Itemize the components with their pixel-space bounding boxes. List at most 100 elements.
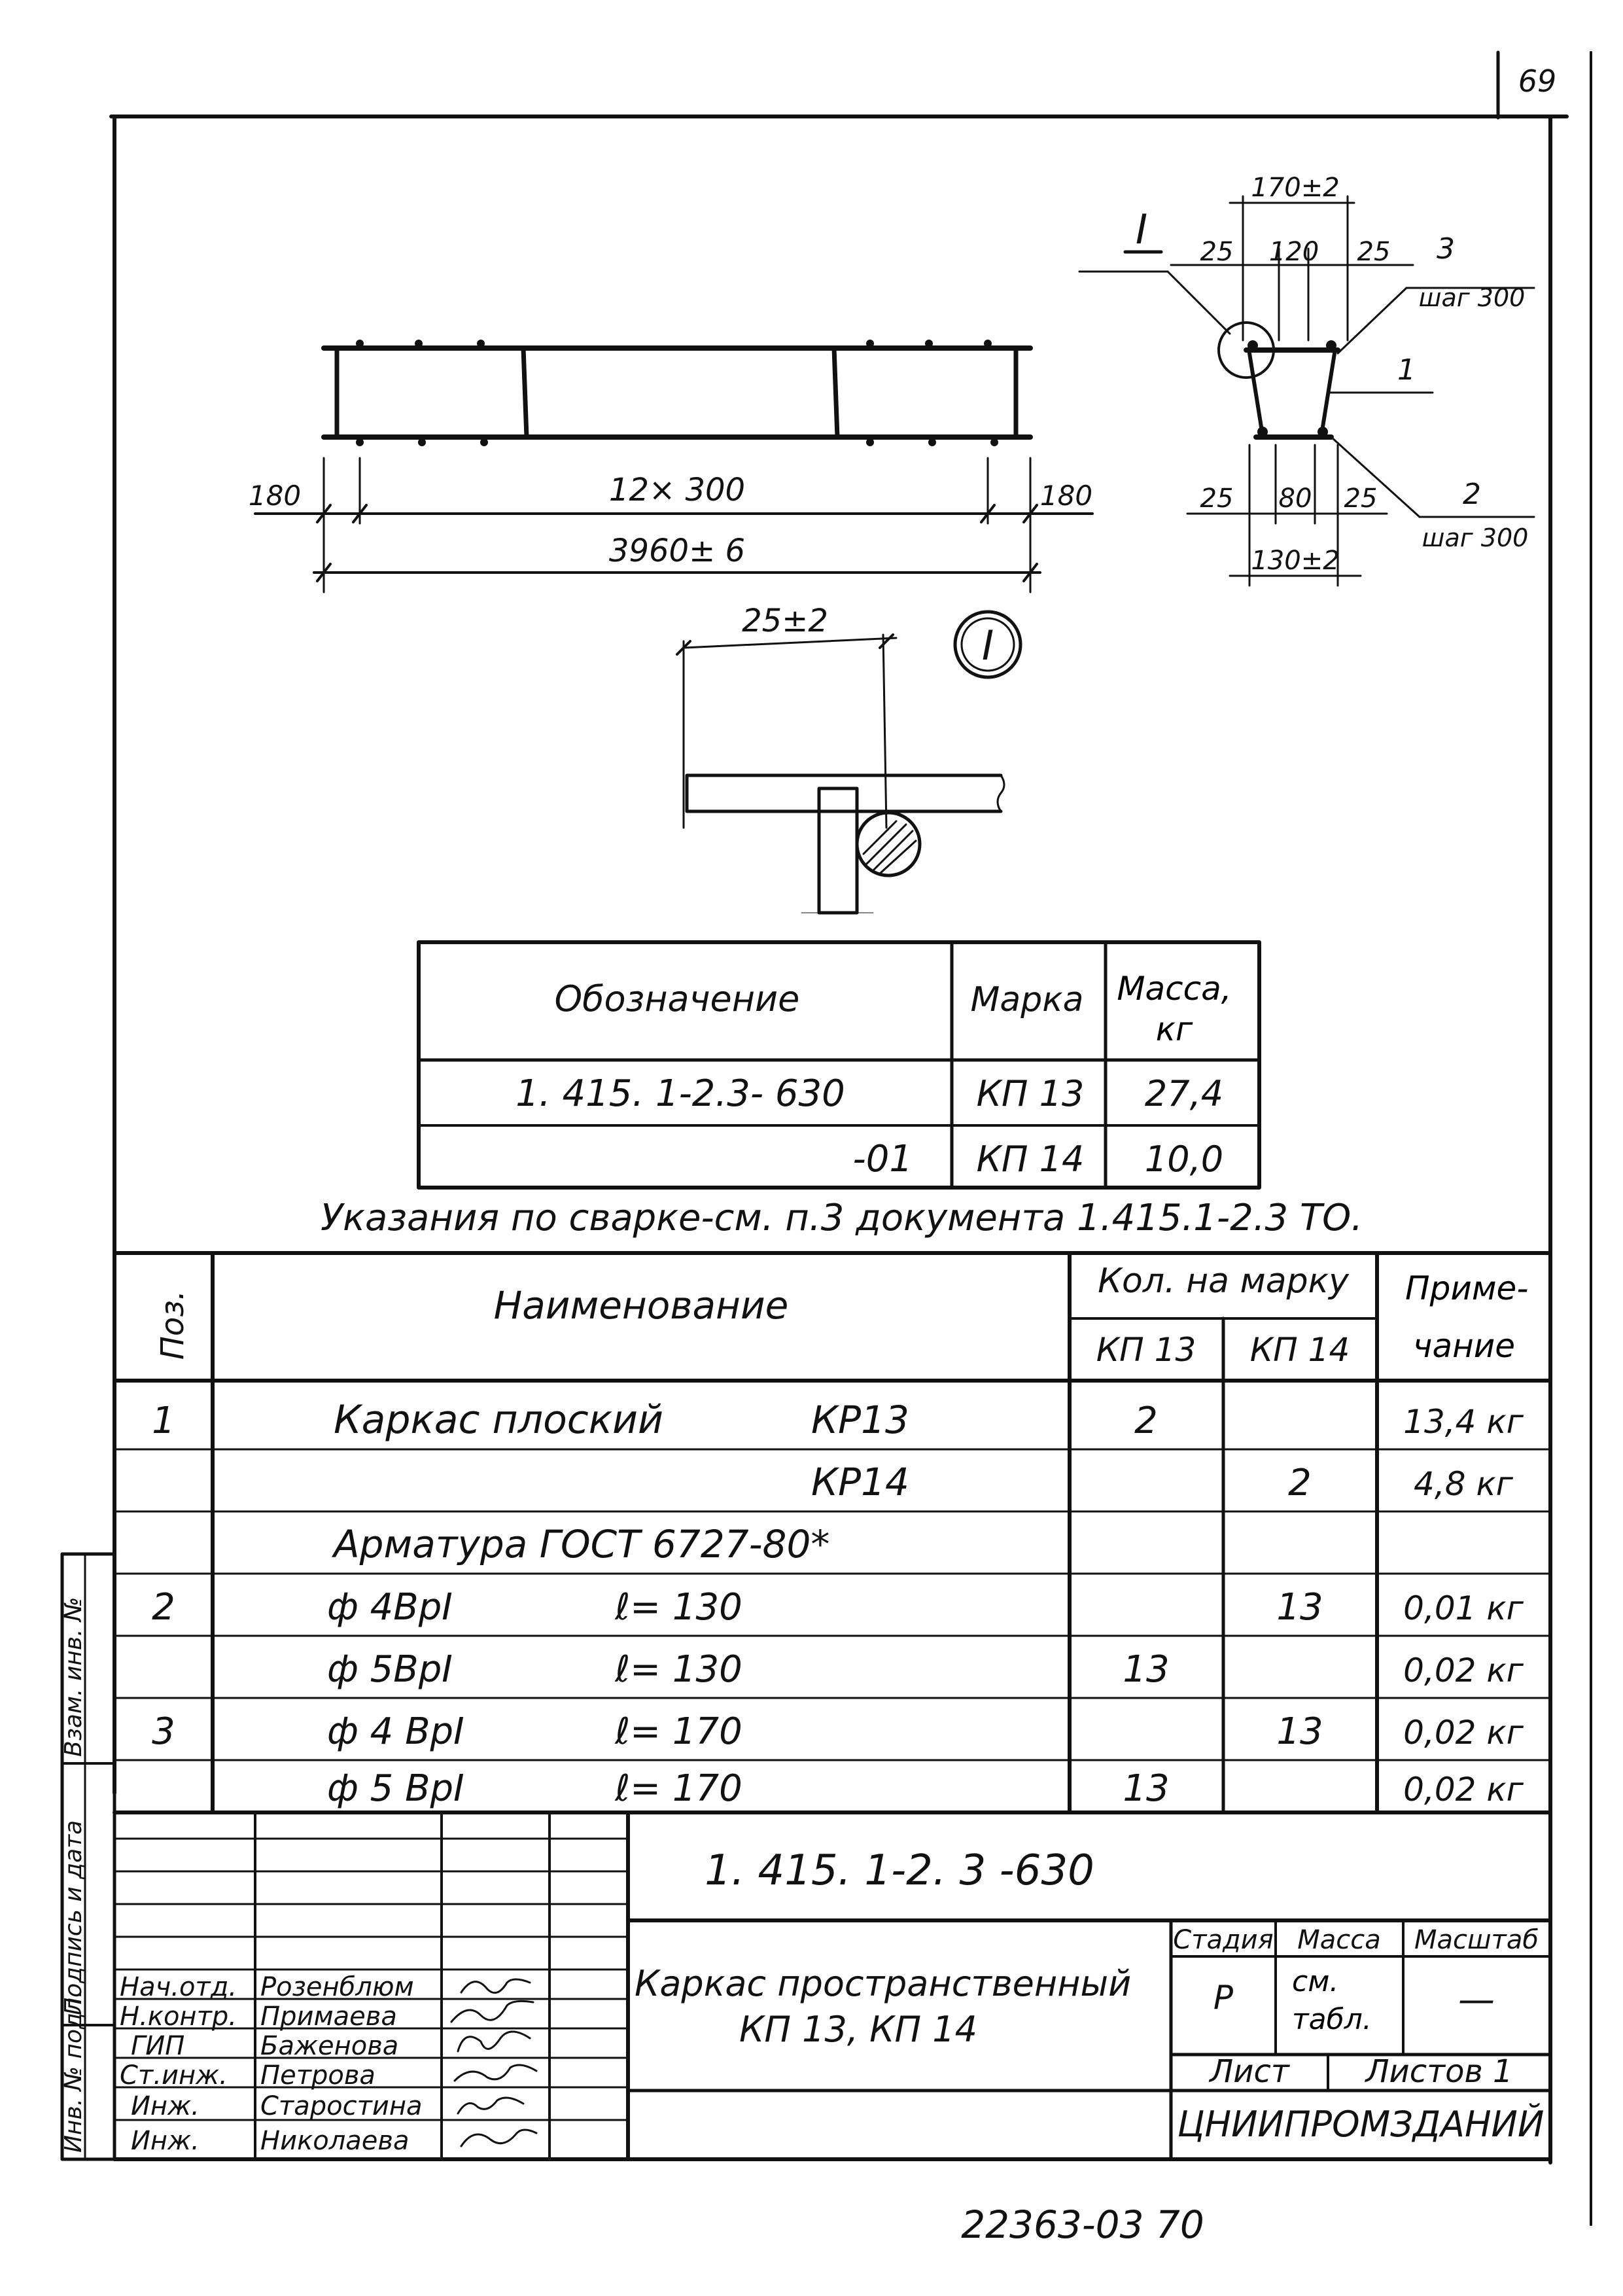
spec-row: ф 5ВрI ℓ= 130 13 0,02 кг <box>327 1648 1524 1691</box>
sheet-frame <box>109 51 1592 2226</box>
dim-end-left: 180 <box>249 480 301 512</box>
section-view: I 170±2 25 120 25 3 шаг 300 1 2 <box>1078 173 1535 587</box>
spec-row-6-pos: 3 <box>152 1710 175 1753</box>
product-title: Каркас пространственный <box>635 1963 1131 2004</box>
spec-header-pos: Поз. <box>154 1290 191 1360</box>
scale-value: — <box>1458 1979 1495 2021</box>
dim-top-middle: 120 <box>1269 237 1319 267</box>
sig-name-3: Баженова <box>260 2031 398 2061</box>
spec-header-qty-group: Кол. на марку <box>1098 1262 1350 1301</box>
marks-row-1-designation: 1. 415. 1-2.3- 630 <box>515 1072 845 1115</box>
leader-pos-2: 2 <box>1463 478 1481 511</box>
spec-row-7-length: ℓ= 170 <box>614 1767 742 1810</box>
dim-overall: 3960± 6 <box>609 533 745 569</box>
marks-header-designation: Обозначение <box>555 978 800 1019</box>
col-mass: Масса <box>1297 1925 1381 1955</box>
marks-row-2-mark: КП 14 <box>977 1139 1085 1180</box>
sig-name-1: Розенблюм <box>260 1972 414 2002</box>
spec-row: 1 Каркас плоский КР13 2 13,4 кг <box>152 1397 1524 1443</box>
spec-row-4-pos: 2 <box>152 1586 175 1629</box>
organization: ЦНИИПРОМЗДАНИЙ <box>1178 2104 1544 2145</box>
spec-row-4-length: ℓ= 130 <box>614 1586 742 1629</box>
spec-row-1-name: Каркас плоский <box>334 1397 663 1443</box>
product-marks: КП 13, КП 14 <box>739 2009 977 2050</box>
marks-header-mark: Марка <box>970 980 1083 1019</box>
spec-row-4-qty-b: 13 <box>1276 1586 1323 1629</box>
spec-row-5-length: ℓ= 130 <box>614 1648 742 1691</box>
spec-row-2-qty-b: 2 <box>1288 1462 1312 1504</box>
spec-row-1-code: КР13 <box>811 1398 909 1442</box>
detail-callout: I <box>982 622 994 669</box>
sig-name-2: Примаева <box>260 2002 397 2032</box>
spec-row: ф 5 ВрI ℓ= 170 13 0,02 кг <box>327 1767 1524 1810</box>
leader-pos-1: 1 <box>1397 353 1416 387</box>
side-stamp: Инв. № подл. Подпись и дата Взам. инв. № <box>60 1552 116 2161</box>
sig-role-4: Ст.инж. <box>120 2060 228 2091</box>
spec-row-5-qty-a: 13 <box>1123 1648 1169 1691</box>
col-stage: Стадия <box>1173 1925 1273 1955</box>
dim-bottom-overall: 130±2 <box>1251 546 1339 576</box>
spec-header-note: Приме- чание <box>1405 1269 1528 1365</box>
dim-bottom-middle: 80 <box>1279 484 1312 514</box>
title-block: 1. 415. 1-2. 3 -630 Каркас пространствен… <box>113 1810 1552 2161</box>
spec-row-2-note: 4,8 кг <box>1414 1465 1514 1503</box>
marks-row-1-mass: 27,4 <box>1145 1073 1223 1114</box>
page-number: 69 <box>1518 63 1557 99</box>
marks-row-2-mass: 10,0 <box>1145 1139 1223 1180</box>
leader-pitch-2: шаг 300 <box>1422 523 1529 552</box>
spec-row: 2 ф 4ВрI ℓ= 130 13 0,01 кг <box>152 1586 1524 1629</box>
welding-note: Указания по сварке-см. п.3 документа 1.4… <box>321 1197 1363 1239</box>
spec-row-6-length: ℓ= 170 <box>614 1710 742 1753</box>
spec-header-name: Наименование <box>494 1283 789 1328</box>
sig-name-4: Петрова <box>260 2060 375 2091</box>
side-stamp-signature-date: Подпись и дата <box>60 1820 87 2015</box>
spec-table: Поз. Наименование Кол. на марку КП 13 КП… <box>113 1251 1552 1814</box>
marks-row-2-designation: -01 <box>853 1138 913 1180</box>
side-stamp-replace-inv: Взам. инв. № <box>60 1597 87 1757</box>
sig-name-5: Старостина <box>260 2091 423 2121</box>
sig-role-5: Инж. <box>131 2091 200 2121</box>
sheets-label: Листов 1 <box>1364 2053 1512 2090</box>
sig-role-1: Нач.отд. <box>120 1972 237 2002</box>
side-stamp-inv-no: Инв. № подл. <box>60 1990 87 2153</box>
stage-value: Р <box>1213 1979 1234 2017</box>
spec-row-5-note: 0,02 кг <box>1403 1651 1524 1689</box>
spec-row-7-qty-a: 13 <box>1123 1767 1169 1810</box>
mass-value: см. табл. <box>1292 1965 1372 2036</box>
spec-header-qty-a: КП 13 <box>1096 1331 1196 1369</box>
spec-row-5-name: ф 5ВрI <box>327 1648 453 1691</box>
dim-bottom-edge-right: 25 <box>1344 484 1378 514</box>
sig-role-2: Н.контр. <box>120 2002 237 2032</box>
page-number-box: 69 <box>1496 50 1557 120</box>
marks-table: Обозначение Марка Масса, кг 1. 415. 1-2.… <box>417 940 1261 1190</box>
spec-row-6-note: 0,02 кг <box>1403 1714 1524 1752</box>
spec-row-1-qty-a: 2 <box>1134 1400 1158 1442</box>
spec-row-4-name: ф 4ВрI <box>327 1586 453 1629</box>
sig-role-3: ГИП <box>131 2031 184 2061</box>
spec-row-7-name: ф 5 ВрI <box>327 1767 464 1810</box>
dim-end-right: 180 <box>1040 480 1092 512</box>
spec-row: Арматура ГОСТ 6727-80* <box>331 1522 829 1566</box>
marks-row-1-mark: КП 13 <box>977 1073 1085 1114</box>
dim-top-edge-left: 25 <box>1200 237 1234 267</box>
sheet-label: Лист <box>1208 2053 1291 2090</box>
section-mark: I <box>1136 205 1147 253</box>
dim-top-overall: 170±2 <box>1251 173 1339 203</box>
spec-row-6-qty-b: 13 <box>1276 1710 1323 1753</box>
spec-row-3-name: Арматура ГОСТ 6727-80* <box>331 1522 829 1566</box>
signature-rows: Нач.отд. Розенблюм Н.контр. Примаева ГИП… <box>120 1972 423 2156</box>
dim-bottom-edge-left: 25 <box>1200 484 1234 514</box>
dim-spacing: 12× 300 <box>609 472 745 508</box>
col-scale: Масштаб <box>1414 1925 1539 1955</box>
spec-row-1-pos: 1 <box>152 1400 175 1442</box>
leader-pitch-3: шаг 300 <box>1419 283 1526 312</box>
bottom-number: 22363-03 70 <box>961 2202 1204 2247</box>
signature-scribbles <box>450 1978 538 2147</box>
spec-header-qty-b: КП 14 <box>1250 1331 1350 1369</box>
sig-name-6: Николаева <box>260 2126 409 2156</box>
detail-view: I 25±2 <box>676 603 1022 915</box>
marks-header-mass: Масса, кг <box>1117 970 1231 1048</box>
spec-row-1-note: 13,4 кг <box>1403 1403 1524 1441</box>
